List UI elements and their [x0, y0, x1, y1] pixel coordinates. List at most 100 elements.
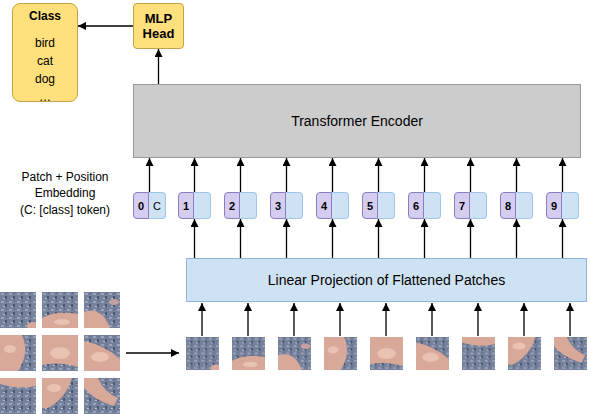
image-patch — [232, 337, 265, 370]
embedding-token: 3 — [270, 192, 303, 219]
position-index: 4 — [316, 192, 332, 219]
position-number: 1 — [183, 200, 189, 212]
flow-arrow — [516, 219, 517, 258]
image-patch — [42, 378, 78, 414]
annotation-label: (C: [class] token) — [2, 202, 128, 218]
flow-arrow — [470, 158, 471, 192]
embedding-token: 1 — [178, 192, 211, 219]
image-patch — [324, 337, 357, 370]
flow-arrow — [286, 219, 287, 258]
flow-arrow — [424, 158, 425, 192]
image-patch — [42, 335, 78, 371]
input-arrow — [293, 303, 294, 336]
patch-embedding — [562, 192, 579, 219]
image-patch — [84, 335, 120, 371]
embedding-token: 0C — [133, 192, 166, 219]
position-index: 5 — [362, 192, 378, 219]
image-patch — [370, 337, 403, 370]
image-patch — [186, 337, 222, 372]
box-label: MLP Head — [137, 11, 181, 41]
image-patch — [84, 292, 120, 328]
position-index: 0 — [133, 192, 149, 219]
patch-embedding — [378, 192, 395, 219]
position-index: 6 — [408, 192, 424, 219]
position-number: 8 — [505, 200, 511, 212]
flow-arrow — [562, 219, 563, 258]
class-item: dog — [35, 70, 55, 88]
patch-embedding — [424, 192, 441, 219]
flow-arrow — [194, 158, 195, 192]
image-patch — [84, 378, 120, 414]
position-number: 5 — [367, 200, 373, 212]
projection-box: Linear Projection of Flattened Patches — [186, 258, 587, 302]
embedding-token: 6 — [408, 192, 441, 219]
class-item: … — [39, 88, 51, 106]
position-index: 9 — [546, 192, 562, 219]
patch-embedding — [332, 192, 349, 219]
image-patch — [416, 337, 449, 370]
token-label: C — [153, 200, 161, 212]
flow-arrow — [158, 49, 159, 84]
input-arrow — [431, 303, 432, 336]
position-number: 7 — [459, 200, 465, 212]
input-arrow — [569, 303, 570, 336]
flow-arrow — [286, 158, 287, 192]
flow-arrow — [378, 219, 379, 258]
patch-grid — [0, 292, 120, 414]
embedding-token: 2 — [224, 192, 257, 219]
flatten-arrow — [126, 352, 179, 353]
image-patch — [278, 337, 311, 370]
embedding-token: 8 — [500, 192, 533, 219]
input-arrow — [385, 303, 386, 336]
position-number: 4 — [321, 200, 327, 212]
patch-embedding — [240, 192, 257, 219]
position-number: 9 — [551, 200, 557, 212]
box-label: Linear Projection of Flattened Patches — [268, 272, 505, 288]
flow-arrow — [240, 219, 241, 258]
input-arrow — [247, 303, 248, 336]
image-patch — [0, 378, 36, 414]
patch-embedding — [470, 192, 487, 219]
image-patch — [42, 292, 78, 328]
input-arrow — [339, 303, 340, 336]
box-heading: Class — [29, 7, 61, 25]
input-arrow — [201, 303, 202, 336]
input-arrow — [523, 303, 524, 336]
position-index: 8 — [500, 192, 516, 219]
image-patch — [0, 292, 39, 330]
flow-arrow — [78, 25, 133, 26]
position-index: 7 — [454, 192, 470, 219]
flow-arrow — [424, 219, 425, 258]
patch-embedding — [516, 192, 533, 219]
class-item: bird — [35, 34, 55, 52]
position-index: 2 — [224, 192, 240, 219]
flow-arrow — [240, 158, 241, 192]
input-arrow — [477, 303, 478, 336]
position-number: 2 — [229, 200, 235, 212]
position-number: 3 — [275, 200, 281, 212]
flow-arrow — [378, 158, 379, 192]
position-index: 1 — [178, 192, 194, 219]
image-patch — [554, 337, 587, 370]
flow-arrow — [470, 219, 471, 258]
position-number: 6 — [413, 200, 419, 212]
flow-arrow — [194, 219, 195, 258]
patch-embedding — [286, 192, 303, 219]
embedding-token: 5 — [362, 192, 395, 219]
patch-embedding — [194, 192, 211, 219]
patch-input-arrows — [202, 303, 570, 336]
position-index: 3 — [270, 192, 286, 219]
image-patch — [0, 335, 36, 371]
patch-row — [186, 337, 587, 372]
embedding-token: 4 — [316, 192, 349, 219]
class-item: cat — [37, 52, 53, 70]
flow-arrow — [332, 219, 333, 258]
flow-arrow — [149, 158, 150, 192]
box-label: Transformer Encoder — [291, 113, 423, 129]
patch-embedding: C — [149, 192, 166, 219]
image-patch — [508, 337, 541, 370]
flow-arrow — [332, 158, 333, 192]
embedding-token: 9 — [546, 192, 579, 219]
flow-arrow — [562, 158, 563, 192]
